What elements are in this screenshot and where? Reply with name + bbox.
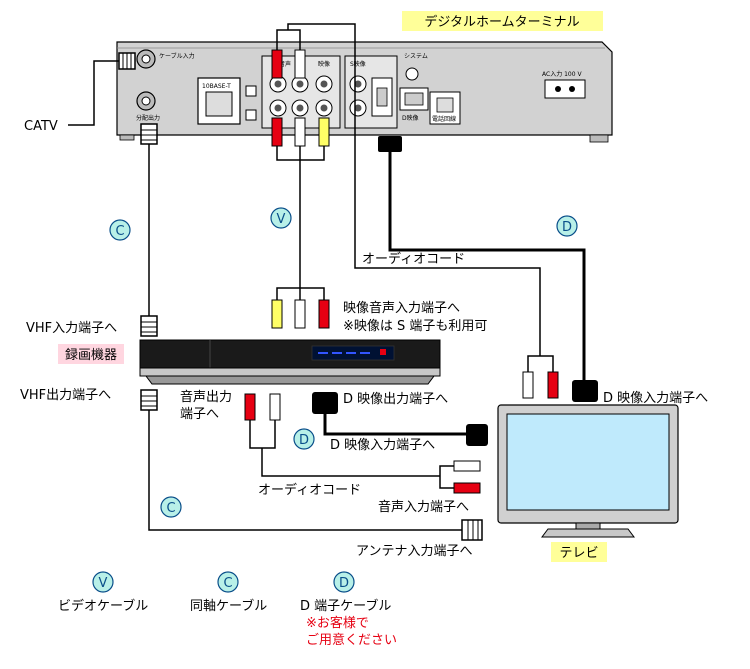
recorder-label: 録画機器 — [65, 348, 117, 363]
legend-d-letter: D — [339, 576, 349, 591]
audio-out-label-2: 端子へ — [180, 407, 219, 422]
recorder-device — [139, 339, 441, 385]
badge-c-2 — [160, 496, 182, 518]
d-plug-tv — [572, 380, 598, 402]
audio-plugs-recorder — [244, 393, 281, 421]
badge-v — [270, 207, 292, 229]
legend-d-label: D 端子ケーブル — [300, 598, 391, 614]
s-video-label: S映像 — [350, 60, 366, 68]
split-out-label: 分配出力 — [136, 114, 160, 122]
audio-port-label: 音声 — [279, 60, 291, 68]
legend-coax-letter: C — [223, 576, 232, 591]
badge-c-1 — [109, 219, 131, 241]
catv-cable — [68, 60, 124, 126]
audio-plugs-tv — [522, 371, 559, 399]
audio-cord-recorder-tv — [249, 420, 440, 477]
coax-connector-tv — [461, 519, 483, 541]
d-plug-recorder — [312, 392, 338, 414]
digital-home-terminal: ケーブル入力 分配出力 10BASE-T 音声 映像 S映像 — [116, 41, 613, 143]
system-port-label: システム — [404, 53, 428, 60]
ac-inlet — [544, 79, 586, 99]
d-plug-tv-side — [466, 424, 488, 446]
television — [497, 404, 679, 538]
catv-connector — [118, 52, 136, 70]
tv-label: テレビ — [559, 546, 598, 561]
legend-item-video: V ビデオケーブル — [58, 571, 148, 614]
d-cable-recorder-tv — [323, 414, 466, 436]
legend-coax-label: 同軸ケーブル — [190, 598, 267, 614]
audio-plugs-tv-side — [453, 460, 481, 494]
cable-in-label: ケーブル入力 — [159, 52, 195, 60]
audio-in-label: 音声入力端子へ — [378, 499, 469, 515]
coax-cable-2 — [148, 410, 462, 531]
d-in-from-recorder-label: D 映像入力端子へ — [330, 438, 435, 453]
vhf-out-label: VHF出力端子へ — [20, 388, 111, 403]
legend-d-note-2: ご用意ください — [306, 632, 397, 648]
coax-connector-recorder-out — [140, 389, 158, 411]
badge-d-2-letter: D — [299, 433, 309, 448]
phone-port-label: 電話回線 — [432, 115, 456, 123]
recorder-label-highlight — [58, 344, 124, 364]
d-cable-tv — [388, 152, 586, 380]
catv-label: CATV — [24, 119, 58, 134]
av-jacks-row2 — [269, 99, 333, 117]
badge-d-2 — [293, 428, 315, 450]
vhf-in-label: VHF入力端子へ — [26, 321, 117, 336]
av-in-label-1: 映像音声入力端子へ — [343, 300, 460, 316]
av-in-label-2: ※映像は S 端子も利用可 — [343, 319, 487, 334]
legend-item-coax: C 同軸ケーブル — [190, 571, 267, 614]
legend-item-d: D D 端子ケーブル ※お客様で ご用意ください — [300, 571, 397, 648]
badge-c-2-letter: C — [166, 501, 175, 516]
terminal-title: デジタルホームターミナル — [424, 14, 579, 30]
badge-d-1 — [556, 215, 578, 237]
legend-video-letter: V — [99, 576, 108, 591]
badge-v-letter: V — [277, 212, 286, 227]
legend: V ビデオケーブル C 同軸ケーブル D D 端子ケーブル ※お客様で ご用意く… — [58, 571, 397, 648]
coax-connector-recorder-in — [140, 315, 158, 337]
video-port-label: 映像 — [318, 60, 330, 68]
audio-cord-bottom-label: オーディオコード — [258, 482, 361, 498]
lan-label: 10BASE-T — [202, 83, 231, 90]
tv-label-highlight — [551, 542, 607, 562]
d-video-port-label: D映像 — [402, 114, 419, 122]
av-plugs-recorder — [271, 299, 330, 329]
terminal-title-highlight — [402, 11, 603, 31]
coax-connector-terminal — [140, 123, 158, 145]
audio-cord-to-tv — [287, 23, 541, 356]
ac-in-label: AC入力 100 V — [542, 70, 582, 78]
av-jacks-row1 — [269, 75, 333, 93]
badge-d-1-letter: D — [562, 220, 572, 235]
d-in-tv-label: D 映像入力端子へ — [603, 391, 708, 406]
d-out-label: D 映像出力端子へ — [343, 392, 448, 407]
legend-video-label: ビデオケーブル — [58, 598, 148, 614]
audio-out-label-1: 音声出力 — [180, 389, 232, 405]
d-plug-terminal — [378, 136, 402, 152]
legend-d-note-1: ※お客様で — [306, 615, 369, 631]
antenna-in-label: アンテナ入力端子へ — [356, 544, 472, 559]
audio-cord-top-label: オーディオコード — [362, 251, 465, 267]
system-port — [405, 67, 419, 81]
badge-c-1-letter: C — [115, 224, 124, 239]
